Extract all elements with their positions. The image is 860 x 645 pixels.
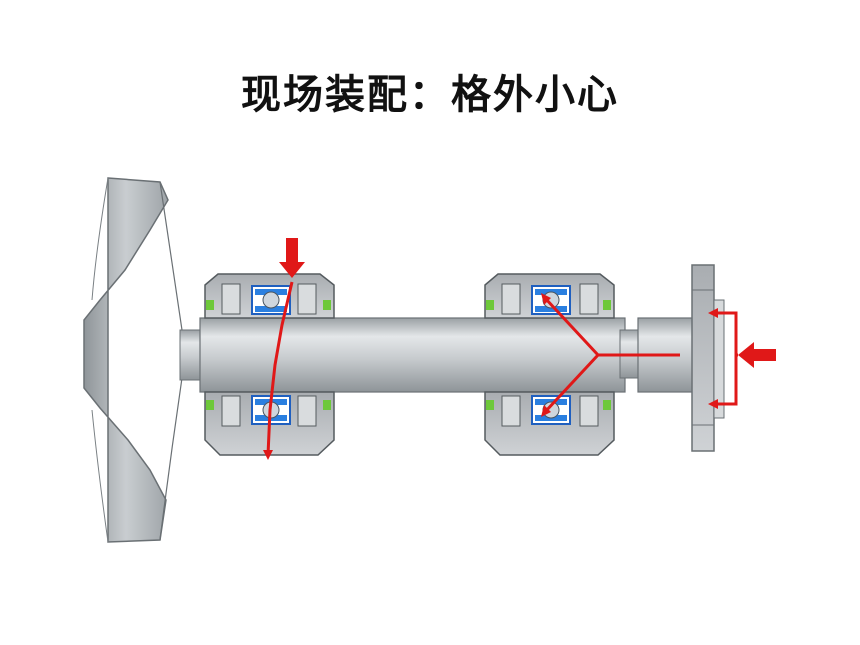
- axial-force-arrow: [541, 293, 776, 417]
- left-bearing-housing-top: [204, 273, 335, 319]
- radial-force-arrow: [263, 238, 305, 460]
- shaft: [179, 317, 695, 393]
- slide-title: 现场装配：格外小心: [241, 71, 619, 118]
- right-bearing-housing-bottom: [484, 391, 615, 456]
- right-bearing-housing-top: [484, 273, 615, 319]
- coupling-flange: [691, 264, 725, 452]
- impeller: [83, 177, 183, 543]
